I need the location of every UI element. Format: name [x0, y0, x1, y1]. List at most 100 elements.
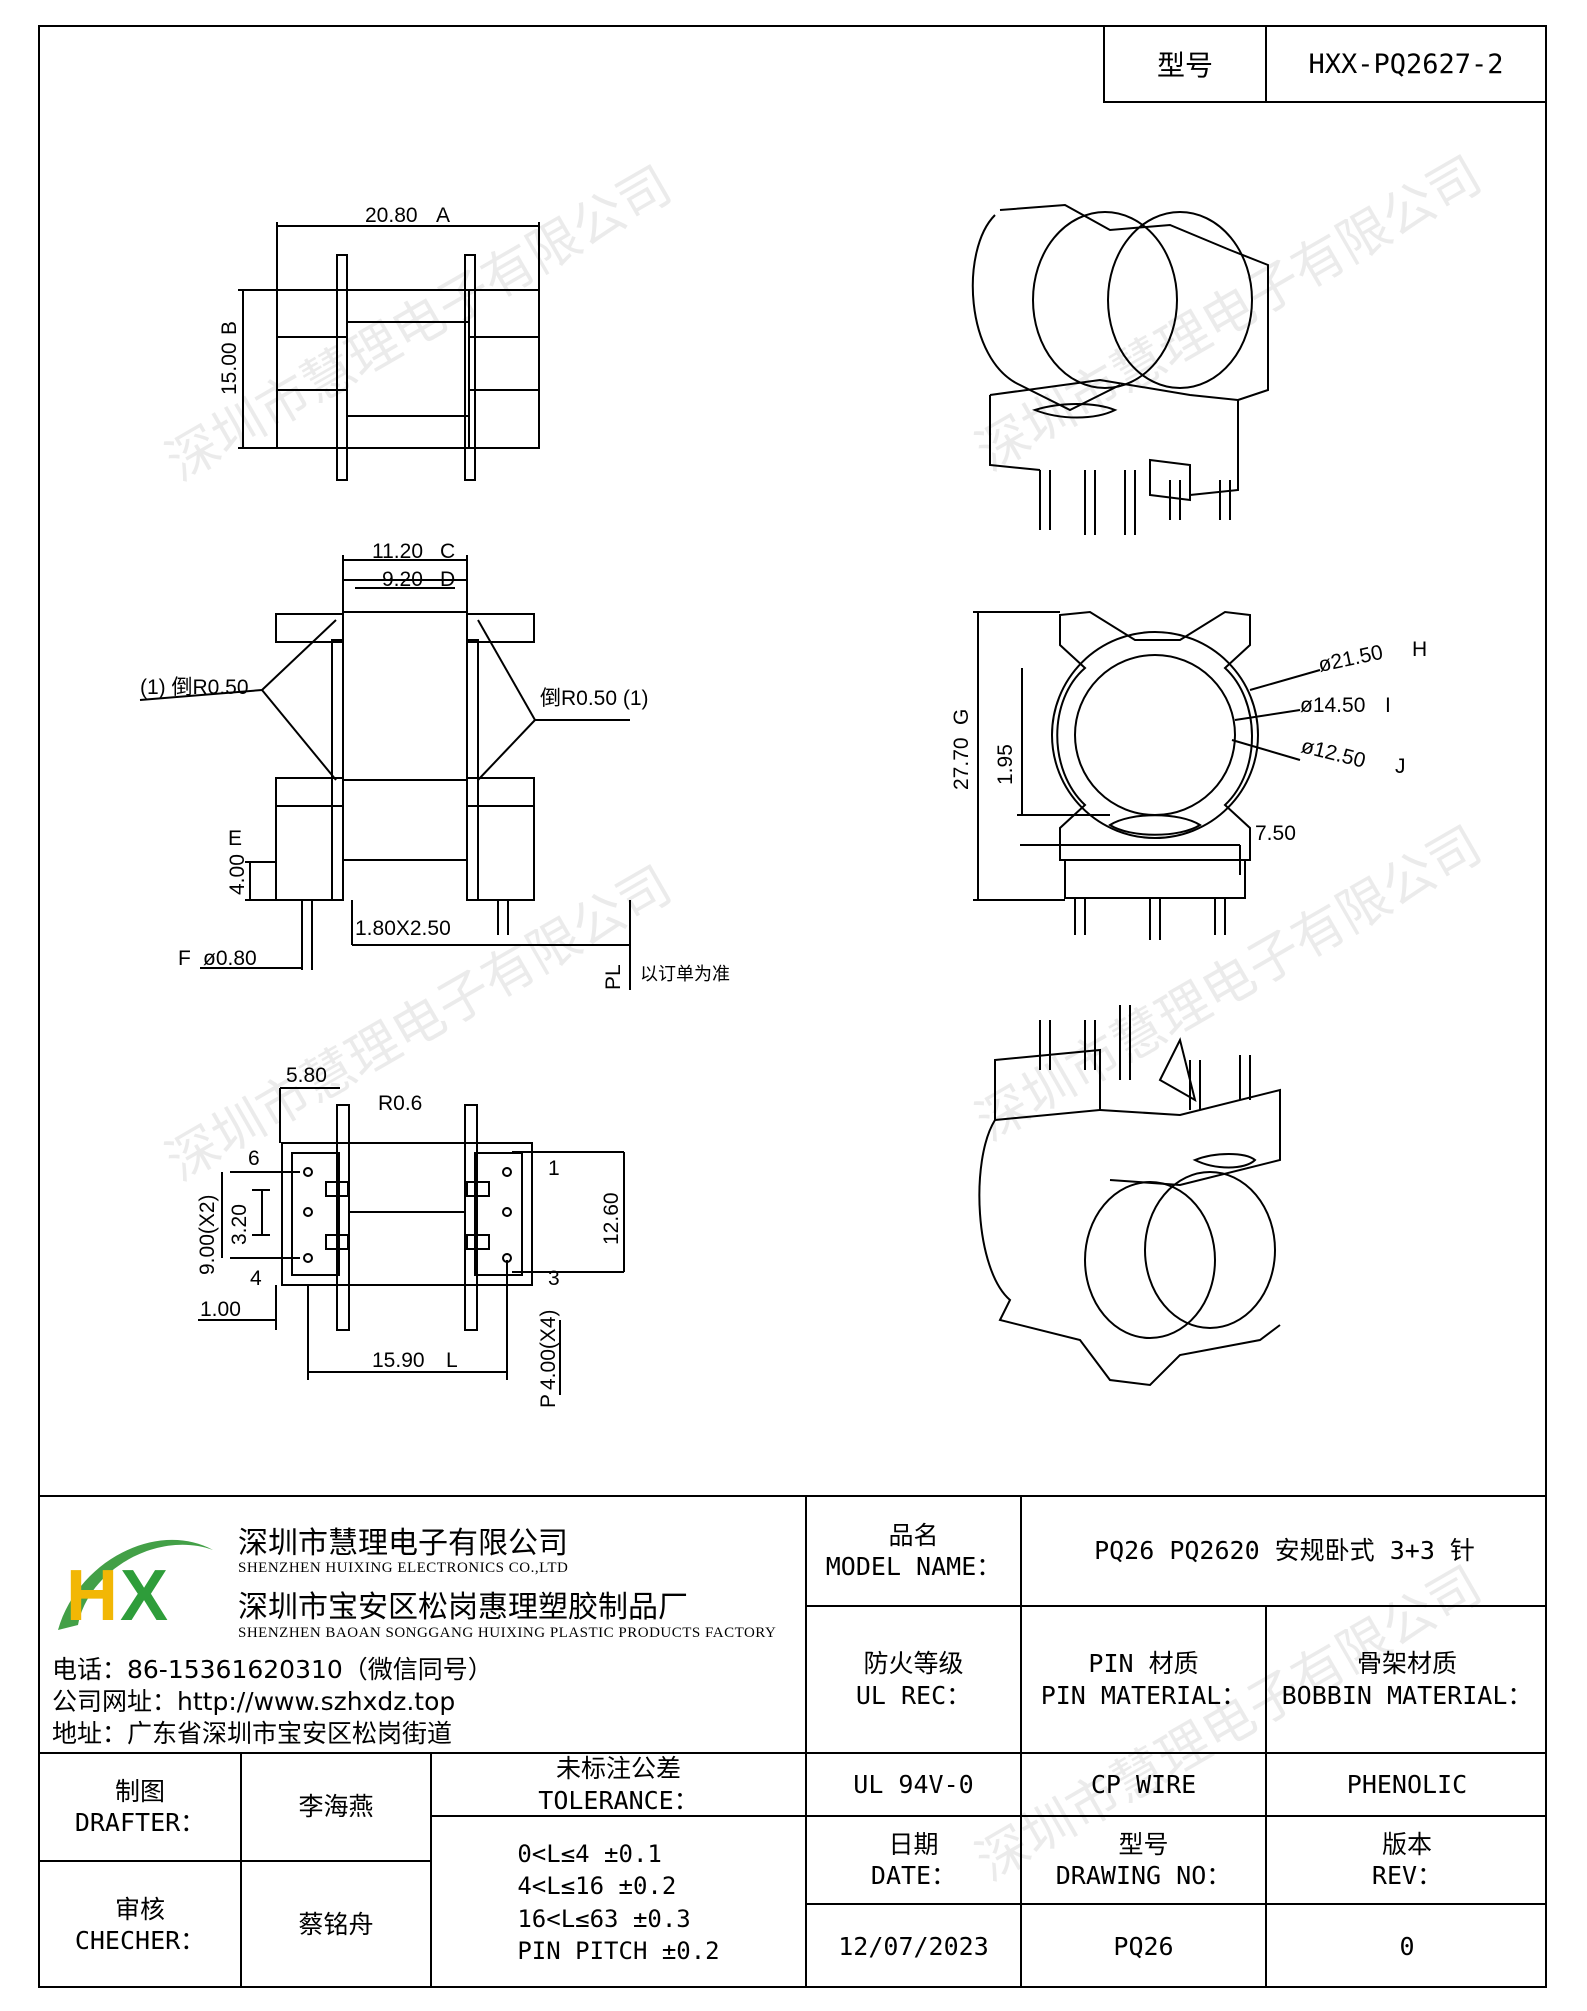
label-cn: PIN 材质	[1088, 1649, 1199, 1679]
drafter-label: 制图 DRAFTER：	[40, 1754, 240, 1860]
label-en: UL REC：	[855, 1680, 972, 1710]
grid-line	[38, 1860, 430, 1862]
label-en: DRAWING NO：	[1055, 1861, 1232, 1890]
rev-value: 0	[1267, 1905, 1547, 1988]
pin-3: 3	[548, 1267, 560, 1290]
value-text: PQ26 PQ2620 安规卧式 3+3 针	[1094, 1536, 1475, 1566]
isometric-view-bottom	[978, 1005, 1281, 1387]
label-cn: 审核	[114, 1894, 165, 1924]
top-view	[238, 222, 540, 481]
value-text: 0	[1399, 1931, 1415, 1961]
grid-line	[1265, 1605, 1267, 1988]
dim-j: ø12.50	[1299, 735, 1368, 773]
drawing-no-label: 型号 DRAWING NO：	[1022, 1817, 1265, 1903]
grid-line	[38, 1752, 1547, 1754]
tolerance-line: 0<L≤4 ±0.1	[517, 1839, 662, 1868]
dim-pin-section: 1.80X2.50	[355, 917, 451, 940]
date-label: 日期 DATE：	[807, 1817, 1020, 1903]
pin-1: 1	[548, 1157, 560, 1180]
dim-750: 7.50	[1255, 822, 1296, 845]
dim-g-letter: G	[950, 709, 973, 725]
drawing-frame	[38, 25, 1547, 1988]
factory-name-cn: 深圳市宝安区松岗惠理塑胶制品厂	[238, 1590, 688, 1625]
side-view	[139, 555, 631, 990]
label-en: BOBBIN MATERIAL：	[1281, 1680, 1533, 1710]
pin-6: 6	[248, 1147, 260, 1170]
value-text: CP WIRE	[1090, 1769, 1197, 1799]
drafter-value: 李海燕	[242, 1754, 430, 1860]
bobbin-material-label: 骨架材质 BOBBIN MATERIAL：	[1267, 1607, 1547, 1752]
drawing-no-value: PQ26	[1022, 1905, 1265, 1988]
dim-d: 9.20	[382, 568, 423, 591]
label-en: PIN MATERIAL：	[1040, 1680, 1247, 1710]
checker-value: 蔡铭舟	[242, 1862, 430, 1988]
svg-text:X: X	[120, 1556, 168, 1636]
dim-f-letter: F	[178, 947, 191, 970]
bobbin-material-value: PHENOLIC	[1267, 1754, 1547, 1815]
pin-material-value: CP WIRE	[1022, 1754, 1265, 1815]
grid-line	[805, 1495, 807, 1988]
label-cn: 版本	[1381, 1829, 1432, 1859]
company-website[interactable]: 公司网址：http://www.szhxdz.top	[52, 1687, 456, 1716]
dim-e: 4.00	[226, 854, 249, 895]
tolerance-line: 16<L≤63 ±0.3	[517, 1904, 691, 1933]
label-cn: 日期	[888, 1829, 939, 1859]
grid-line	[805, 1605, 1547, 1607]
label-en: TOLERANCE：	[538, 1785, 699, 1815]
company-address: 地址：广东省深圳市宝安区松岗街道	[52, 1719, 453, 1748]
dim-h: ø21.50	[1316, 641, 1385, 677]
checker-label: 审核 CHECHER：	[40, 1862, 240, 1988]
technical-drawing: 20.80 A 15.00 B 11.20 C 9.20 D (1) 倒R0.5…	[139, 203, 1427, 1408]
label-cn: 未标注公差	[555, 1754, 681, 1784]
dim-195: 1.95	[994, 744, 1017, 785]
model-number-box: 型号 HXX-PQ2627-2	[1103, 25, 1547, 103]
pin-4: 4	[250, 1267, 262, 1290]
grid-line	[430, 1752, 432, 1988]
dim-d-letter: D	[440, 568, 455, 591]
dim-r06: R0.6	[378, 1092, 422, 1115]
grid-line	[805, 1903, 1547, 1905]
dim-g: 27.70	[950, 737, 973, 790]
label-cn: 型号	[1118, 1829, 1169, 1859]
dim-h-letter: H	[1412, 638, 1427, 661]
tolerance-values: 0<L≤4 ±0.1 4<L≤16 ±0.2 16<L≤63 ±0.3 PIN …	[432, 1817, 805, 1988]
bottom-view	[198, 1087, 625, 1395]
model-label: 型号	[1105, 27, 1267, 101]
grid-line	[805, 1815, 1547, 1817]
tolerance-line: PIN PITCH ±0.2	[517, 1936, 720, 1965]
label-en: DRAFTER：	[74, 1808, 206, 1837]
model-name-value: PQ26 PQ2620 安规卧式 3+3 针	[1022, 1497, 1547, 1605]
company-name-en: SHENZHEN HUIXING ELECTRONICS CO.,LTD	[238, 1560, 569, 1576]
grid-line	[430, 1815, 805, 1817]
value-text: 李海燕	[298, 1792, 374, 1822]
dim-pl-note: 以订单为准	[640, 964, 730, 984]
dim-l: 15.90	[372, 1349, 425, 1372]
value-text: PQ26	[1113, 1931, 1174, 1961]
grid-line	[240, 1752, 242, 1988]
label-en: MODEL NAME：	[825, 1552, 1002, 1581]
dim-c: 11.20	[372, 540, 423, 563]
company-name-cn: 深圳市慧理电子有限公司	[238, 1526, 568, 1561]
dim-e-letter: E	[228, 827, 242, 850]
dim-900: 9.00(X2)	[196, 1194, 219, 1275]
company-phone: 电话：86-15361620310（微信同号）	[52, 1655, 493, 1684]
label-cn: 品名	[888, 1520, 939, 1550]
value-text: 12/07/2023	[838, 1931, 989, 1961]
dim-pitch-letter: P	[537, 1394, 560, 1408]
dim-chamfer-right: 倒R0.50 (1)	[540, 687, 649, 710]
dim-1260: 12.60	[600, 1192, 623, 1245]
title-block-top-line	[38, 1495, 1547, 1497]
svg-text:H: H	[66, 1556, 118, 1636]
dim-b-letter: B	[218, 321, 241, 335]
dim-c-letter: C	[440, 540, 455, 563]
company-info: H X 深圳市慧理电子有限公司 SHENZHEN HUIXING ELECTRO…	[48, 1500, 808, 1750]
label-cn: 制图	[114, 1776, 165, 1806]
dim-l-letter: L	[446, 1349, 458, 1372]
label-cn: 骨架材质	[1356, 1649, 1457, 1679]
label-en: DATE：	[870, 1861, 957, 1890]
label-en: REV：	[1371, 1861, 1443, 1890]
dim-j-letter: J	[1395, 755, 1406, 778]
dim-i: ø14.50	[1300, 694, 1365, 717]
dim-a: 20.80	[365, 204, 418, 227]
tolerance-line: 4<L≤16 ±0.2	[517, 1872, 677, 1901]
